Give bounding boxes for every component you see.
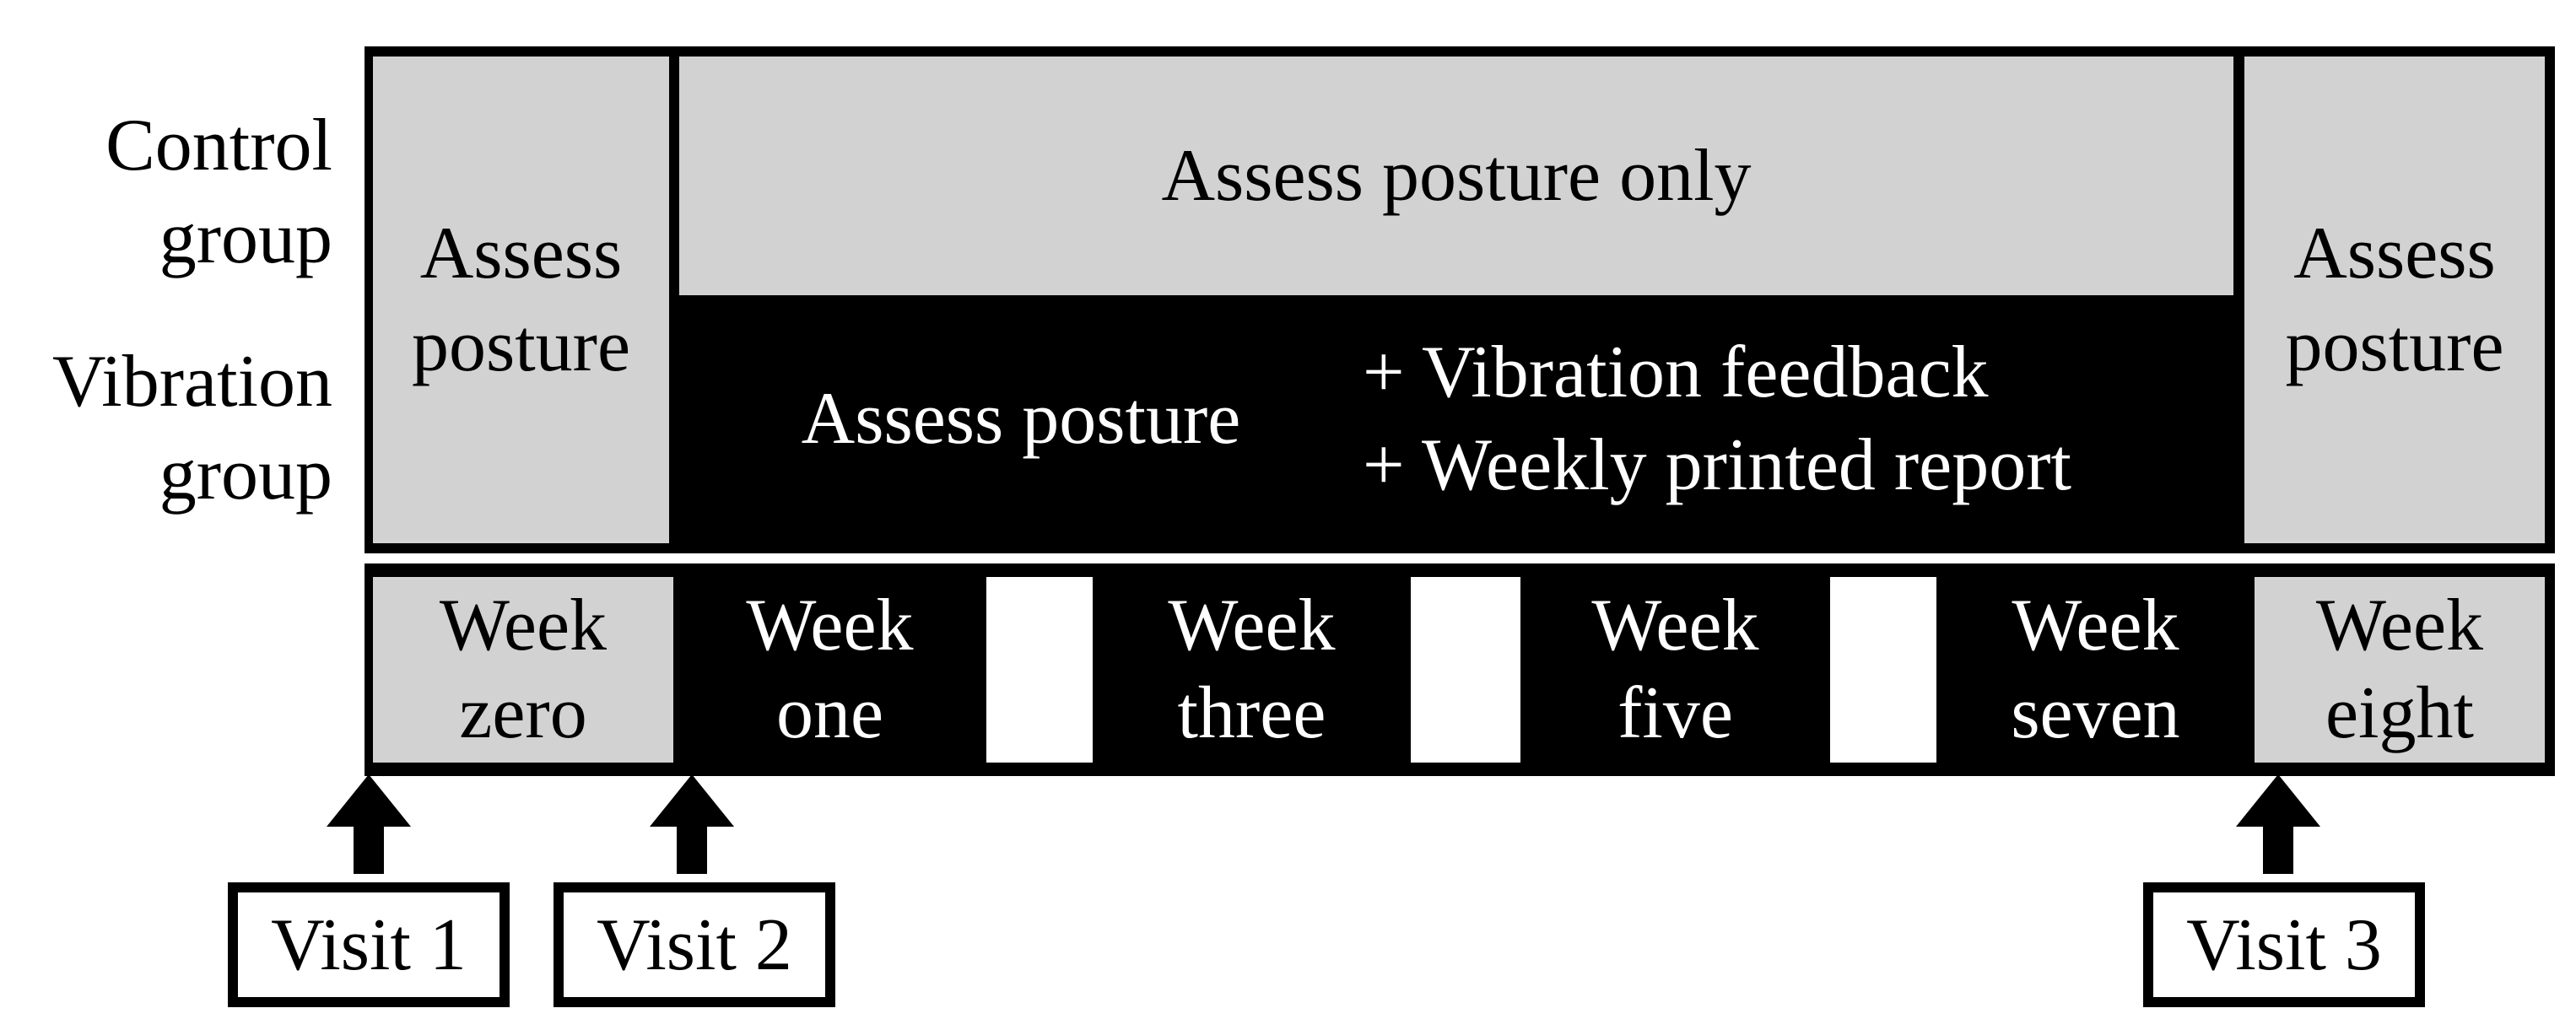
control-period-cell: Assess posture only <box>679 57 2233 295</box>
visit-1-arrow-icon <box>327 774 411 874</box>
baseline-assess-cell: Assess posture <box>373 57 669 543</box>
arrow-head-icon <box>650 774 734 827</box>
week-cell-seven: Week seven <box>2011 585 2180 754</box>
arrow-head-icon <box>327 774 411 827</box>
visit-2-label: Visit 2 <box>597 903 792 986</box>
week-gap-six <box>1830 577 1936 763</box>
week-bar: Week zero Week one Week three Week five … <box>365 563 2555 776</box>
week-cell-three: Week three <box>1168 585 1336 754</box>
visit-2-box: Visit 2 <box>554 882 835 1007</box>
protocol-box: Assess posture Assess posture only Asses… <box>365 46 2555 553</box>
visit-2-arrow-icon <box>650 774 734 874</box>
visit-3-box: Visit 3 <box>2143 882 2425 1007</box>
week-cell-one: Week one <box>746 585 914 754</box>
arrow-stem <box>354 827 384 874</box>
vibration-period-cell: Assess posture + Vibration feedback + We… <box>679 295 2233 543</box>
vibration-additions: + Vibration feedback + Weekly printed re… <box>1363 326 2071 512</box>
vibration-base-text: Assess posture <box>801 378 1241 460</box>
vibration-addition-report: + Weekly printed report <box>1363 424 2071 506</box>
final-assess-cell: Assess posture <box>2244 57 2545 543</box>
visit-1-label: Visit 1 <box>271 903 467 986</box>
arrow-stem <box>2263 827 2293 874</box>
vibration-group-label: Vibration group <box>52 341 332 515</box>
visit-1-box: Visit 1 <box>228 882 510 1007</box>
week-cell-five: Week five <box>1591 585 1759 754</box>
arrow-head-icon <box>2236 774 2320 827</box>
week-gap-two <box>986 577 1093 763</box>
week-cell-eight: Week eight <box>2255 577 2545 763</box>
arrow-stem <box>677 827 707 874</box>
vibration-addition-feedback: + Vibration feedback <box>1363 332 1989 413</box>
visit-3-arrow-icon <box>2236 774 2320 874</box>
week-gap-four <box>1411 577 1520 763</box>
week-cell-zero: Week zero <box>373 577 673 763</box>
visit-3-label: Visit 3 <box>2186 903 2382 986</box>
control-group-label: Control group <box>105 105 332 279</box>
